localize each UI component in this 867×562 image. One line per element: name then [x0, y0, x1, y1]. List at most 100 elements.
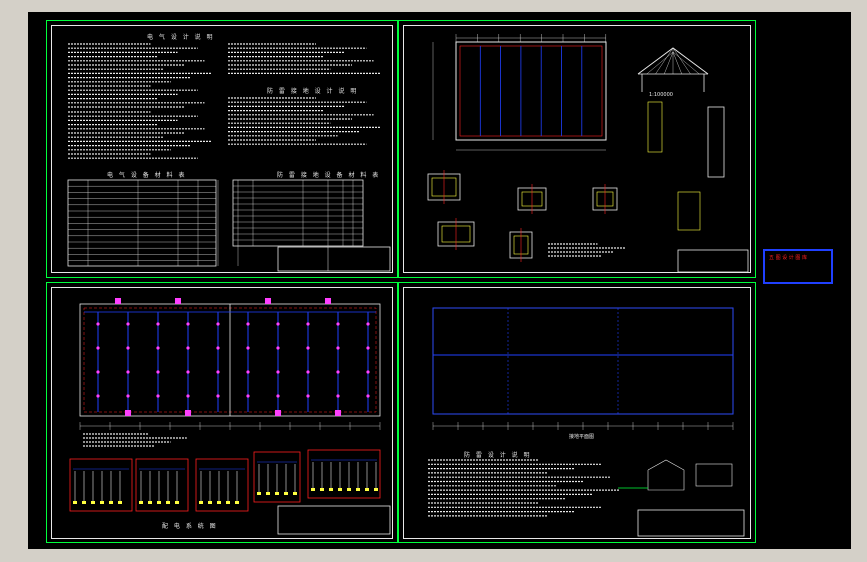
panel-breaker	[82, 501, 86, 504]
light-fixture	[126, 394, 130, 398]
light-fixture	[186, 370, 190, 374]
truss-web	[672, 47, 691, 75]
light-fixture	[366, 394, 370, 398]
panel-breaker	[139, 501, 143, 504]
sheet-roof-plan: 1:100000	[398, 20, 756, 278]
panel-breaker	[235, 501, 239, 504]
distribution-box	[125, 410, 131, 416]
panel-breaker	[293, 492, 297, 495]
distribution-box	[115, 298, 121, 304]
distribution-box	[175, 298, 181, 304]
truss-web	[672, 51, 700, 75]
lightning-design-title: 防 雷 设 计 说 明	[464, 452, 532, 459]
light-fixture	[306, 346, 310, 350]
cad-drawing-vector-layer	[67, 34, 749, 537]
distribution-box	[185, 410, 191, 416]
light-fixture	[126, 346, 130, 350]
grounding-plan-caption: 接地平面图	[569, 434, 595, 440]
panel-breaker	[109, 501, 113, 504]
light-fixture	[246, 370, 250, 374]
panel-breaker	[199, 501, 203, 504]
grounding-detail-2	[695, 463, 733, 487]
light-fixture	[276, 394, 280, 398]
grounding-detail	[647, 459, 685, 491]
light-fixture	[186, 322, 190, 326]
sheet-border	[51, 287, 393, 539]
light-fixture	[306, 394, 310, 398]
title-block	[637, 509, 745, 537]
panel-breaker	[157, 501, 161, 504]
light-fixture	[96, 370, 100, 374]
light-fixture	[216, 346, 220, 350]
title-block	[277, 246, 391, 272]
section-scale-note: 1:100000	[649, 92, 673, 98]
sheet-border	[403, 287, 751, 539]
panel-breaker	[226, 501, 230, 504]
equipment-table-title: 电 气 设 备 材 料 表	[107, 172, 187, 179]
distribution-panel	[69, 458, 133, 512]
distribution-diagram-title: 配 电 系 统 图	[162, 523, 218, 530]
light-fixture	[366, 370, 370, 374]
wall-detail-2	[707, 106, 725, 178]
distribution-box	[275, 410, 281, 416]
distribution-panel	[135, 458, 189, 512]
light-fixture	[216, 322, 220, 326]
panel-breaker	[275, 492, 279, 495]
truss-web	[646, 51, 674, 75]
panel-breaker	[320, 488, 324, 491]
light-fixture	[186, 346, 190, 350]
panel-breaker	[175, 501, 179, 504]
panel-breaker	[356, 488, 360, 491]
light-fixture	[96, 394, 100, 398]
panel-breaker	[100, 501, 104, 504]
panel-breaker	[365, 488, 369, 491]
lightning-table-title: 防 雷 接 地 设 备 材 料 表	[277, 172, 381, 179]
cad-drawing-canvas[interactable]: 电 气 设 计 说 明 防 雷 接 地 设 计 说 明 电 气 设 备 材 料 …	[28, 12, 851, 549]
light-fixture	[96, 346, 100, 350]
grounding-ring	[432, 307, 734, 415]
sheet-grounding-plan: 接地平面图 防 雷 设 计 说 明	[398, 282, 756, 543]
panel-breaker	[266, 492, 270, 495]
distribution-box	[335, 410, 341, 416]
panel-breaker	[73, 501, 77, 504]
light-fixture	[336, 346, 340, 350]
truss-web	[664, 51, 674, 75]
light-fixture	[246, 322, 250, 326]
truss-web	[672, 51, 682, 75]
sheet-border	[51, 25, 393, 273]
light-fixture	[216, 394, 220, 398]
light-fixture	[336, 370, 340, 374]
wall-detail	[647, 101, 663, 153]
light-fixture	[336, 322, 340, 326]
light-fixture	[96, 322, 100, 326]
light-fixture	[156, 346, 160, 350]
library-stamp: 五 图 设 计 图 库	[763, 249, 833, 284]
distribution-panel	[253, 451, 301, 503]
light-fixture	[156, 394, 160, 398]
panel-breaker	[311, 488, 315, 491]
panel-breaker	[284, 492, 288, 495]
light-fixture	[306, 370, 310, 374]
sheet-lighting-plan: 配 电 系 统 图	[46, 282, 398, 543]
roof-outline	[455, 41, 607, 141]
light-fixture	[276, 370, 280, 374]
light-fixture	[276, 346, 280, 350]
panel-breaker	[257, 492, 261, 495]
light-fixture	[126, 322, 130, 326]
panel-breaker	[118, 501, 122, 504]
light-fixture	[246, 346, 250, 350]
lightning-table	[232, 179, 364, 247]
distribution-box	[325, 298, 331, 304]
sheet-border	[403, 25, 751, 273]
light-fixture	[186, 394, 190, 398]
light-fixture	[156, 370, 160, 374]
panel-breaker	[217, 501, 221, 504]
title-block	[277, 505, 391, 535]
light-fixture	[126, 370, 130, 374]
truss-web	[655, 47, 674, 75]
panel-breaker	[347, 488, 351, 491]
panel-breaker	[148, 501, 152, 504]
distribution-box	[265, 298, 271, 304]
equipment-table	[67, 179, 217, 267]
stamp-line-1: 五 图 设 计 图 库	[769, 255, 807, 261]
